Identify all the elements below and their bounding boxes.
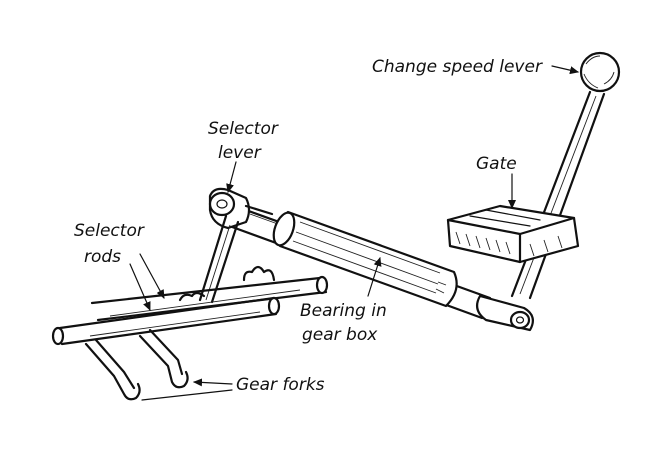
bearing-cylinder (272, 210, 458, 308)
label-selector-rods-line1: Selector (74, 221, 145, 241)
arrow-selector-lever (226, 161, 237, 193)
label-change-speed-lever: Change speed lever (372, 57, 543, 77)
gate-plate (446, 204, 580, 264)
selector-rods (51, 265, 329, 346)
change-speed-lever (475, 51, 621, 332)
label-gate: Gate (476, 154, 517, 174)
arrow-selector-rod-back (139, 253, 165, 299)
label-selector-rods-line2: rods (84, 247, 121, 267)
label-selector-lever-line2: lever (218, 143, 262, 163)
arrow-selector-rod-front (129, 263, 151, 311)
label-selector-lever-line1: Selector (208, 119, 279, 139)
arrow-change-speed-lever (551, 65, 579, 75)
label-bearing-line1: Bearing in (300, 301, 387, 321)
arrow-gear-forks (193, 378, 233, 387)
label-bearing-line2: gear box (302, 325, 378, 345)
label-gear-forks: Gear forks (236, 375, 325, 395)
arrow-bearing (367, 257, 382, 297)
selector-lever (198, 187, 274, 304)
gear-forks (84, 328, 233, 401)
